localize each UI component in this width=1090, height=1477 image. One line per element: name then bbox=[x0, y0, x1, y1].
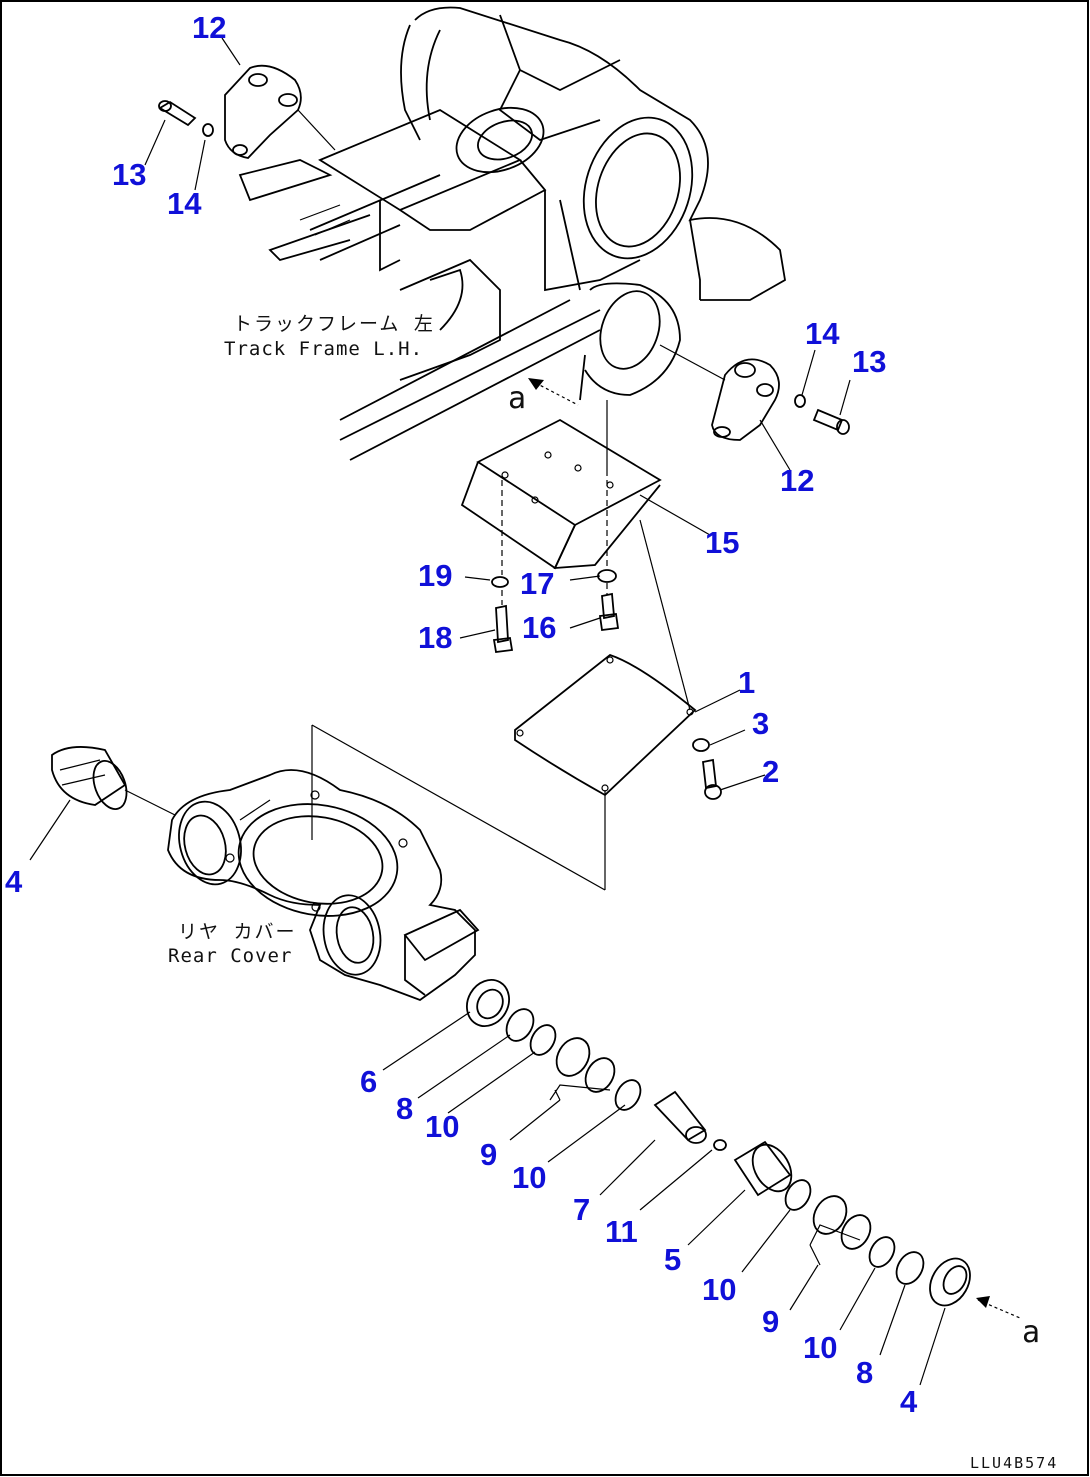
callout-4-left: 4 bbox=[5, 864, 23, 899]
callout-4-right: 4 bbox=[900, 1384, 918, 1419]
ring-10-a bbox=[529, 1024, 557, 1056]
callout-6: 6 bbox=[360, 1064, 377, 1099]
label-rear-cover-jp: リヤ カバー bbox=[178, 921, 296, 943]
washer-14-left bbox=[202, 123, 214, 137]
ring-10-c bbox=[784, 1179, 812, 1211]
callout-8-upper: 8 bbox=[396, 1091, 413, 1126]
bolt-16 bbox=[598, 592, 620, 632]
callout-14-left: 14 bbox=[167, 186, 202, 221]
callout-9-b: 9 bbox=[762, 1304, 779, 1339]
callout-numbers: 12 13 14 14 13 12 15 19 17 18 16 1 3 2 4… bbox=[5, 10, 918, 1419]
seal-9-a2 bbox=[584, 1057, 616, 1093]
callout-18: 18 bbox=[418, 620, 452, 655]
callout-11: 11 bbox=[605, 1214, 638, 1249]
callout-17: 17 bbox=[520, 566, 554, 601]
pin-4-left bbox=[51, 746, 128, 810]
callout-8-lower: 8 bbox=[856, 1355, 873, 1390]
bolt-18 bbox=[492, 604, 514, 654]
callout-7: 7 bbox=[573, 1192, 590, 1227]
bracket-right bbox=[659, 344, 780, 441]
ref-arrow-a-top bbox=[528, 378, 579, 406]
callout-10-a: 10 bbox=[425, 1109, 459, 1144]
callout-13-right: 13 bbox=[852, 344, 886, 379]
rear-cover-beam bbox=[167, 769, 480, 1002]
figure-code: LLU4B574 bbox=[970, 1454, 1058, 1472]
callout-3: 3 bbox=[752, 706, 769, 741]
plug-11 bbox=[713, 1139, 727, 1151]
callout-15: 15 bbox=[705, 525, 739, 560]
ring-8-lower bbox=[895, 1251, 925, 1285]
ring-10-d bbox=[868, 1236, 896, 1268]
callout-10-d: 10 bbox=[803, 1330, 837, 1365]
seal-9-b1 bbox=[812, 1195, 848, 1235]
label-track-frame-en: Track Frame L.H. bbox=[224, 338, 423, 360]
callout-10-b: 10 bbox=[512, 1160, 546, 1195]
callout-10-c: 10 bbox=[702, 1272, 736, 1307]
ring-8-upper bbox=[505, 1008, 535, 1042]
washer-14-right bbox=[794, 394, 806, 408]
callout-12-left: 12 bbox=[192, 10, 226, 45]
callout-12-right: 12 bbox=[780, 463, 814, 498]
washer-3 bbox=[692, 738, 710, 752]
leader-lines bbox=[29, 37, 946, 1386]
bearing-6 bbox=[466, 979, 510, 1027]
cover-plate-1 bbox=[514, 653, 697, 797]
callout-5: 5 bbox=[664, 1242, 681, 1277]
label-rear-cover-en: Rear Cover bbox=[168, 945, 292, 967]
callout-9-a: 9 bbox=[480, 1137, 497, 1172]
label-track-frame-jp: トラックフレーム 左 bbox=[233, 313, 435, 335]
callout-16: 16 bbox=[522, 610, 556, 645]
callout-2: 2 bbox=[762, 754, 779, 789]
track-frame-drawing bbox=[238, 6, 786, 461]
bearing-5 bbox=[733, 1140, 793, 1197]
seal-9-a1 bbox=[555, 1037, 591, 1077]
ref-arrow-a-bottom bbox=[976, 1296, 1021, 1319]
bracket-left bbox=[224, 64, 336, 159]
washer-19 bbox=[491, 576, 509, 588]
collar-7 bbox=[653, 1090, 707, 1144]
pin-4-right bbox=[929, 1257, 971, 1307]
bolt-13-right bbox=[812, 408, 850, 435]
ref-label-a-bottom: a bbox=[1022, 1315, 1040, 1350]
seal-9-b2 bbox=[840, 1214, 872, 1250]
bolt-13-left bbox=[158, 100, 197, 127]
callout-13-left: 13 bbox=[112, 157, 146, 192]
ref-label-a-top: a bbox=[508, 381, 526, 416]
guard-15 bbox=[460, 418, 662, 570]
callout-19: 19 bbox=[418, 558, 452, 593]
callout-1: 1 bbox=[738, 665, 755, 700]
callout-14-right: 14 bbox=[805, 316, 840, 351]
bolt-2 bbox=[702, 758, 722, 800]
